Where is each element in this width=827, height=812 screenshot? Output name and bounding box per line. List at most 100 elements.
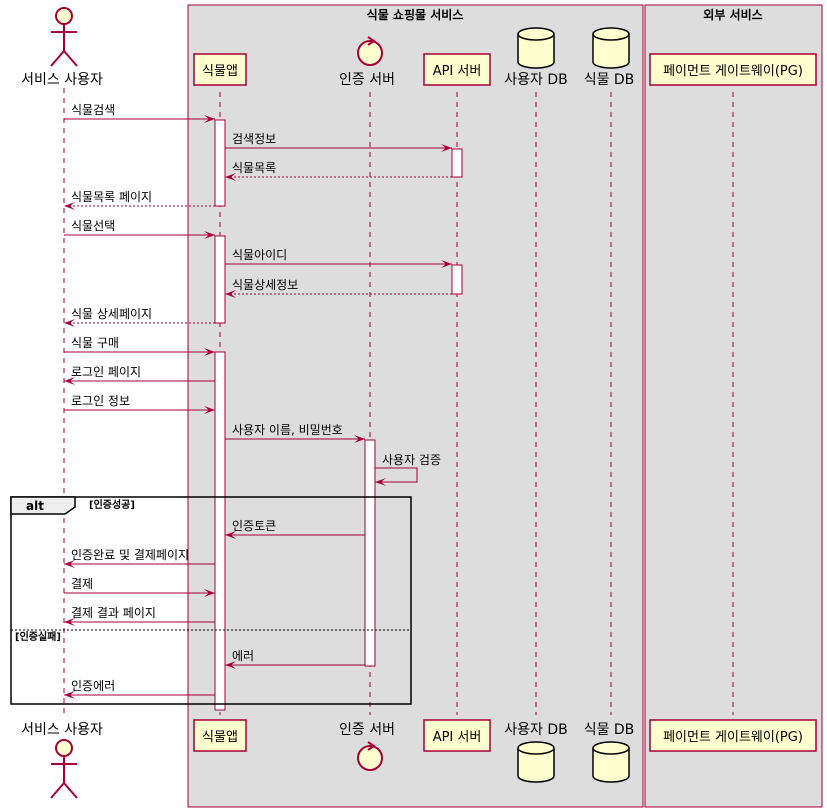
arrow-head xyxy=(64,202,75,210)
participant-label: 식물앱 xyxy=(202,64,238,79)
activation-app-purchase xyxy=(214,351,226,711)
arrow-head xyxy=(375,478,386,486)
participant-label: 서비스 사용자 xyxy=(21,722,103,738)
database-icon xyxy=(517,741,555,783)
activation-app-search xyxy=(214,119,226,207)
box-title-plant-shop: 식물 쇼핑몰 서비스 xyxy=(367,7,464,22)
box-title-external: 외부 서비스 xyxy=(703,7,762,22)
database-icon xyxy=(592,741,630,783)
message-label: 인증에러 xyxy=(71,679,115,693)
message: 결제 결과 페이지 xyxy=(64,606,215,626)
participant-plant-db-top: 식물 DB xyxy=(584,27,635,88)
message-label: 로그인 정보 xyxy=(71,394,130,408)
message-label: 로그인 페이지 xyxy=(71,365,141,379)
arrow-head xyxy=(441,144,452,152)
arrow-head xyxy=(204,589,215,597)
message-label: 식물아이디 xyxy=(232,248,287,262)
message-label: 결제 결과 페이지 xyxy=(71,606,156,620)
arrow-head xyxy=(354,435,365,443)
arrow-head xyxy=(225,290,236,298)
participant-label: 사용자 DB xyxy=(504,722,567,738)
message: 인증에러 xyxy=(64,679,215,699)
message: 로그인 정보 xyxy=(64,394,215,414)
participant-api-top: API 서버 xyxy=(423,53,491,86)
arrow-head xyxy=(225,173,236,181)
message-label: 사용자 검증 xyxy=(382,453,441,467)
box-plant-shop: 식물 쇼핑몰 서비스 xyxy=(187,4,644,808)
message-label: 인증토큰 xyxy=(232,519,276,533)
participant-user-top: 서비스 사용자 xyxy=(21,7,103,88)
participant-label: 서비스 사용자 xyxy=(21,72,103,88)
participant-pg-bottom: 페이먼트 게이트웨이(PG) xyxy=(649,719,817,752)
arrow-head xyxy=(225,661,236,669)
participant-pg-top: 페이먼트 게이트웨이(PG) xyxy=(649,53,817,86)
message-label: 식물검색 xyxy=(71,103,115,117)
message-label: 식물상세정보 xyxy=(232,278,298,292)
participant-label: 식물앱 xyxy=(202,730,238,745)
message: 식물상세정보 xyxy=(225,278,452,298)
participant-auth-top: 인증 서버 xyxy=(339,36,395,88)
alt-fragment: alt [인증성공] [인증실패] xyxy=(10,496,412,705)
message: 식물아이디 xyxy=(225,248,452,268)
participant-label: 인증 서버 xyxy=(339,722,395,738)
message: 식물선택 xyxy=(64,219,215,239)
activation-api-detail xyxy=(451,264,463,295)
arrow-head xyxy=(64,319,75,327)
participant-plant-db-bottom: 식물 DB xyxy=(584,722,635,783)
message-label: 식물 상세페이지 xyxy=(71,307,152,321)
actor-icon xyxy=(50,7,78,67)
control-icon xyxy=(357,36,383,66)
participant-label: API 서버 xyxy=(433,730,482,745)
arrow-head xyxy=(64,377,75,385)
activation-auth xyxy=(364,439,376,667)
message-label: 인증완료 및 결제페이지 xyxy=(71,548,189,562)
activation-api-search xyxy=(451,148,463,178)
message: 사용자 이름, 비밀번호 xyxy=(225,423,365,443)
participant-auth-bottom: 인증 서버 xyxy=(339,722,395,771)
message-label: 결제 xyxy=(71,577,93,591)
message: 인증토큰 xyxy=(225,519,365,539)
message: 사용자 검증 xyxy=(375,453,441,486)
database-icon xyxy=(592,27,630,69)
arrow-head xyxy=(204,231,215,239)
participant-label: 페이먼트 게이트웨이(PG) xyxy=(663,64,803,79)
participant-api-bottom: API 서버 xyxy=(423,719,491,752)
participant-label: API 서버 xyxy=(433,64,482,79)
participant-user-db-bottom: 사용자 DB xyxy=(504,722,568,783)
message-label: 식물 구매 xyxy=(71,336,119,350)
message-label: 식물목록 페이지 xyxy=(71,190,152,204)
database-icon xyxy=(517,27,555,69)
participant-app-top: 식물앱 xyxy=(193,53,247,86)
message: 식물 상세페이지 xyxy=(64,307,215,327)
message-label: 에러 xyxy=(232,649,254,663)
message: 인증완료 및 결제페이지 xyxy=(64,548,215,568)
participant-label: 사용자 DB xyxy=(504,72,567,88)
arrow-head xyxy=(64,691,75,699)
activation-app-detail xyxy=(214,235,226,324)
message: 식물목록 페이지 xyxy=(64,190,215,210)
participant-user-bottom: 서비스 사용자 xyxy=(21,722,103,799)
arrow-head xyxy=(64,618,75,626)
message-line xyxy=(375,467,418,483)
message: 에러 xyxy=(225,649,365,669)
actor-icon xyxy=(50,739,78,799)
message: 식물목록 xyxy=(225,161,452,181)
fragment-condition-failure: [인증실패] xyxy=(15,630,61,643)
arrow-head xyxy=(204,348,215,356)
message-label: 사용자 이름, 비밀번호 xyxy=(232,423,343,437)
arrow-head xyxy=(204,406,215,414)
message: 검색정보 xyxy=(225,132,452,152)
message-label: 검색정보 xyxy=(232,132,276,146)
arrow-head xyxy=(225,531,236,539)
participant-user-db-top: 사용자 DB xyxy=(504,27,568,88)
control-icon xyxy=(357,741,383,771)
participant-label: 식물 DB xyxy=(584,722,635,738)
participant-label: 페이먼트 게이트웨이(PG) xyxy=(663,730,803,745)
message-label: 식물선택 xyxy=(71,219,115,233)
participant-label: 식물 DB xyxy=(584,72,635,88)
message-label: 식물목록 xyxy=(232,161,276,175)
participant-label: 인증 서버 xyxy=(339,72,395,88)
message: 결제 xyxy=(64,577,215,597)
